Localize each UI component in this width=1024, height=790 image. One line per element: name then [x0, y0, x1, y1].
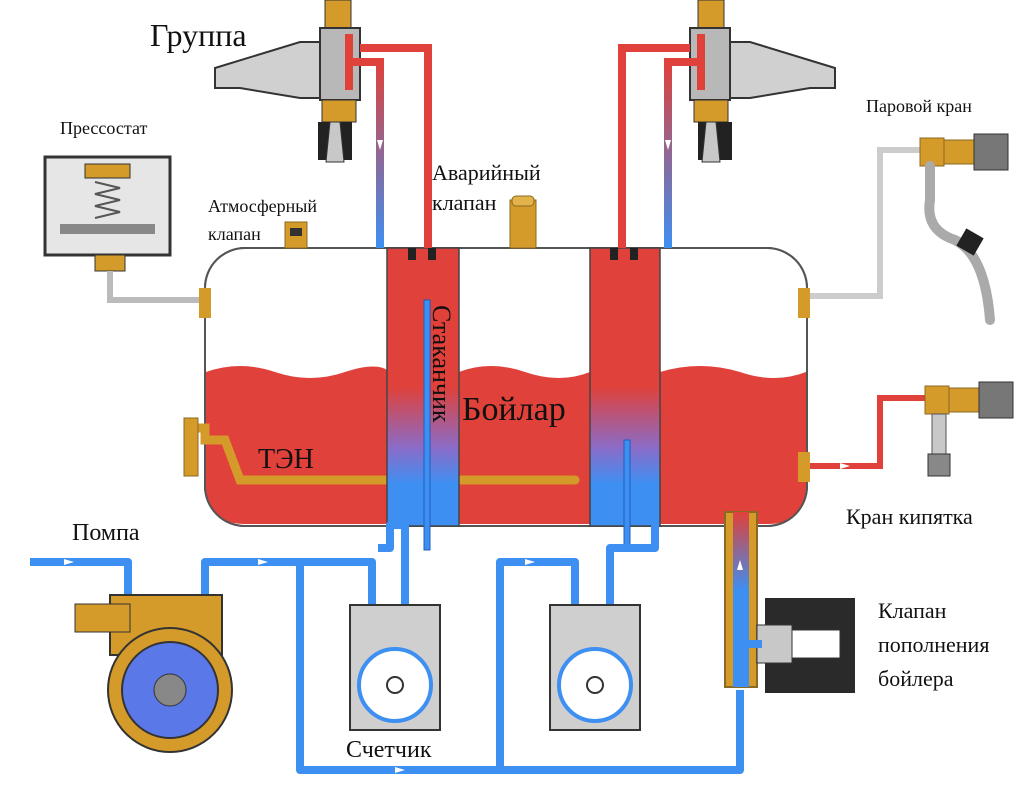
heater	[183, 417, 580, 485]
label-refill-valve-line2: пополнения	[878, 632, 989, 657]
arrow-icon	[258, 559, 268, 565]
label-emergency-valve-line2: клапан	[432, 190, 497, 215]
boiler-fittings	[199, 288, 810, 482]
label-pressostat: Прессостат	[60, 118, 147, 138]
label-boiler: Бойлар	[462, 391, 566, 428]
hot-pipes	[348, 44, 700, 248]
label-flow-meter: Счетчик	[346, 737, 432, 763]
arrow-icon	[377, 140, 383, 150]
left-cup	[386, 247, 460, 551]
right-flow-meter	[549, 604, 641, 731]
pressostat	[43, 155, 205, 303]
arrow-icon	[619, 30, 625, 40]
label-hot-water-tap: Кран кипятка	[846, 504, 973, 529]
right-group-head	[689, 0, 836, 163]
steam-tap	[807, 133, 1009, 325]
atmospheric-valve	[284, 221, 308, 249]
left-flow-meter	[349, 604, 441, 731]
label-steam-tap: Паровой кран	[866, 96, 972, 116]
arrow-icon	[395, 767, 405, 773]
label-atmospheric-valve-line2: клапан	[208, 224, 261, 244]
arrow-icon	[665, 140, 671, 150]
arrow-icon	[525, 559, 535, 565]
refill-valve	[724, 511, 855, 693]
label-emergency-valve-line1: Аварийный	[432, 160, 541, 185]
label-refill-valve-line3: бойлера	[878, 666, 954, 691]
label-pump: Помпа	[72, 520, 140, 546]
label-atmospheric-valve-line1: Атмосферный	[208, 196, 317, 216]
flow-arrows	[64, 30, 850, 773]
arrow-icon	[425, 30, 431, 40]
emergency-valve	[509, 195, 537, 249]
right-cup	[589, 247, 661, 551]
label-cup: Стаканчик	[427, 305, 456, 423]
pump	[74, 594, 233, 753]
hot-water-tap	[807, 381, 1014, 477]
left-group-head	[214, 0, 361, 163]
label-refill-valve-line1: Клапан	[878, 598, 947, 623]
arrow-icon	[737, 560, 743, 570]
label-group: Группа	[150, 17, 247, 53]
label-heater: ТЭН	[258, 444, 314, 475]
arrow-icon	[840, 463, 850, 469]
arrow-icon	[64, 559, 74, 565]
